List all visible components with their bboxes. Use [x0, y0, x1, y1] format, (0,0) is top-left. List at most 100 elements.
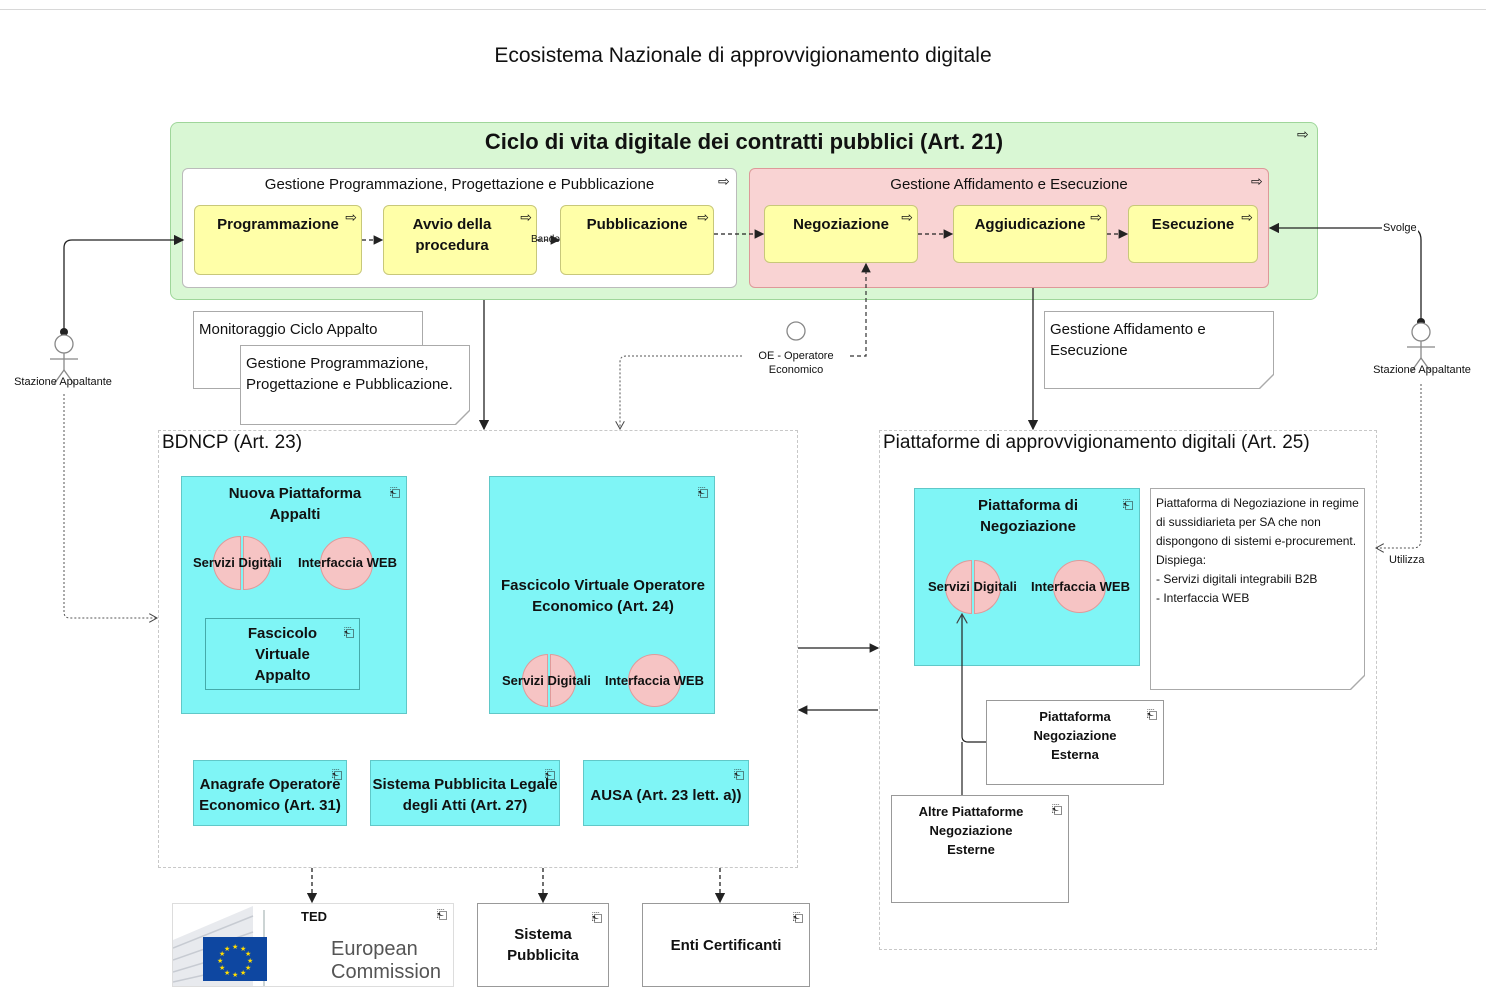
interfaccia-web-label: Interfaccia WEB — [298, 555, 397, 570]
step-label: Pubblicazione — [586, 216, 688, 233]
servizi-digitali-label: Servizi Digitali — [502, 673, 591, 688]
step-negoziazione[interactable]: Negoziazione ⇨ — [764, 205, 918, 263]
component-icon: ⎗ — [1051, 802, 1062, 817]
fva-label: Fascicolo Virtuale Appalto — [247, 625, 318, 684]
svg-text:★: ★ — [219, 950, 225, 958]
piattaforma-esterna[interactable]: Piattaforma Negoziazione Esterna ⎗ — [986, 700, 1164, 785]
step-label: Aggiudicazione — [974, 216, 1086, 233]
page-title: Ecosistema Nazionale di approvvigionamen… — [494, 44, 992, 67]
svg-text:★: ★ — [219, 964, 225, 972]
servizi-digitali-label: Servizi Digitali — [928, 579, 1017, 594]
interfaccia-web-label: Interfaccia WEB — [605, 673, 704, 688]
ausa-label: AUSA (Art. 23 lett. a)) — [590, 787, 742, 804]
interfaccia-web-icon — [320, 537, 373, 590]
process-arrow-icon: ⇨ — [697, 209, 709, 225]
sistema-pubblicita-label: Sistema Pubblicita — [507, 926, 579, 964]
svg-text:★: ★ — [217, 957, 223, 965]
step-label: Avvio della procedura — [412, 216, 492, 254]
pubblicita-legale-label: Sistema Pubblicita Legale degli Atti (Ar… — [372, 776, 558, 814]
piattaforma-esterna-label: Piattaforma Negoziazione Esterna — [1033, 709, 1117, 762]
group-programmazione-title: Gestione Programmazione, Progettazione e… — [264, 176, 655, 193]
interfaccia-web-label: Interfaccia WEB — [1031, 579, 1130, 594]
component-icon: ⎗ — [697, 485, 708, 500]
svg-text:★: ★ — [232, 971, 238, 979]
component-icon: ⎗ — [436, 907, 447, 922]
note-line: Dispiega: — [1156, 553, 1207, 567]
svg-text:★: ★ — [232, 943, 238, 951]
note-piattaforma-desc: Piattaforma di Negoziazione in regime di… — [1151, 489, 1364, 689]
step-pubblicazione[interactable]: Pubblicazione ⇨ — [560, 205, 714, 275]
step-label: Negoziazione — [793, 216, 889, 233]
step-avvio[interactable]: Avvio della procedura ⇨ — [383, 205, 537, 275]
svg-text:★: ★ — [245, 964, 251, 972]
group-affidamento-title: Gestione Affidamento e Esecuzione — [890, 176, 1128, 193]
enti-label: Enti Certificanti — [670, 937, 782, 954]
svg-text:★: ★ — [224, 945, 230, 953]
nuova-piattaforma-title: Nuova Piattaforma Appalti — [228, 485, 362, 523]
interfaccia-web-icon — [1053, 560, 1106, 613]
bdncp-title: BDNCP (Art. 23) — [162, 432, 303, 453]
step-esecuzione[interactable]: Esecuzione ⇨ — [1128, 205, 1258, 263]
process-arrow-icon: ⇨ — [901, 209, 913, 225]
note-line: Piattaforma di Negoziazione in regime di… — [1156, 496, 1359, 548]
eu-flag-icon: ★★★ ★★★ ★★★ ★★★ — [203, 937, 267, 981]
bdncp-area — [158, 430, 798, 868]
sistema-pubblicita-box[interactable]: Sistema Pubblicita ⎗ — [477, 903, 609, 987]
component-icon: ⎗ — [591, 910, 602, 925]
note-line: - Interfaccia WEB — [1156, 591, 1250, 605]
note-gestione-aff-text: Gestione Affidamento e Esecuzione — [1050, 321, 1206, 359]
step-aggiudicazione[interactable]: Aggiudicazione ⇨ — [953, 205, 1107, 263]
bando-label: Bando — [531, 234, 560, 245]
anagrafe-label: Anagrafe Operatore Economico (Art. 31) — [199, 776, 341, 814]
ausa[interactable]: AUSA (Art. 23 lett. a)) ⎗ — [583, 760, 749, 826]
utilizza-label: Utilizza — [1389, 554, 1425, 566]
fvoe-title: Fascicolo Virtuale Operatore Economico (… — [501, 577, 705, 615]
component-icon: ⎗ — [733, 767, 744, 782]
enti-certificanti-box[interactable]: Enti Certificanti ⎗ — [642, 903, 810, 987]
step-programmazione[interactable]: Programmazione ⇨ — [194, 205, 362, 275]
svg-text:★: ★ — [240, 945, 246, 953]
step-label: Programmazione — [217, 216, 339, 233]
actor-stazione-appaltante-right[interactable]: Stazione Appaltante — [1373, 364, 1471, 376]
actor-oe[interactable]: OE - Operatore Economico — [744, 349, 848, 377]
process-arrow-icon: ⇨ — [345, 209, 357, 225]
piattaforme-area — [879, 430, 1377, 950]
altre-piattaforme-label: Altre Piattaforme Negoziazione Esterne — [918, 804, 1024, 857]
component-icon: ⎗ — [792, 910, 803, 925]
component-icon: ⎗ — [343, 625, 354, 640]
component-icon: ⎗ — [331, 767, 342, 782]
step-label: Esecuzione — [1151, 216, 1235, 233]
component-icon: ⎗ — [1146, 707, 1157, 722]
altre-piattaforme-esterne[interactable]: Altre Piattaforme Negoziazione Esterne ⎗ — [891, 795, 1069, 903]
ted-box[interactable]: ★★★ ★★★ ★★★ ★★★ TED European Commission … — [172, 903, 454, 987]
anagrafe-oe[interactable]: Anagrafe Operatore Economico (Art. 31) ⎗ — [193, 760, 347, 826]
note-gestione-aff: Gestione Affidamento e Esecuzione — [1045, 312, 1273, 388]
svg-text:★: ★ — [247, 957, 253, 965]
fascicolo-virtuale-appalto[interactable]: Fascicolo Virtuale Appalto ⎗ — [205, 618, 360, 690]
actor-icon — [786, 321, 806, 341]
component-icon: ⎗ — [1122, 497, 1133, 512]
actor-stazione-appaltante-left[interactable]: Stazione Appaltante — [14, 376, 112, 388]
lifecycle-title: Ciclo di vita digitale dei contratti pub… — [484, 129, 1004, 154]
sistema-pubblicita-legale[interactable]: Sistema Pubblicita Legale degli Atti (Ar… — [370, 760, 560, 826]
svg-text:★: ★ — [240, 969, 246, 977]
servizi-digitali-label: Servizi Digitali — [193, 555, 282, 570]
process-arrow-icon: ⇨ — [1251, 173, 1263, 189]
ted-label: TED — [301, 909, 327, 924]
process-arrow-icon: ⇨ — [1241, 209, 1253, 225]
component-icon: ⎗ — [544, 767, 555, 782]
note-gestione-prog-text: Gestione Programmazione, Progettazione e… — [246, 355, 453, 393]
top-divider — [0, 9, 1486, 10]
svg-text:★: ★ — [245, 950, 251, 958]
piattaforma-negoziazione-title: Piattaforma di Negoziazione — [977, 497, 1079, 535]
piattaforme-title: Piattaforme di approvvigionamento digita… — [883, 432, 1310, 453]
interfaccia-web-icon — [628, 654, 681, 707]
ec-logo-text: European Commission — [331, 938, 441, 984]
note-line: - Servizi digitali integrabili B2B — [1156, 572, 1318, 586]
process-arrow-icon: ⇨ — [520, 209, 532, 225]
process-arrow-icon: ⇨ — [1090, 209, 1102, 225]
note-monitoraggio-text: Monitoraggio Ciclo Appalto — [199, 321, 378, 338]
note-gestione-prog: Gestione Programmazione, Progettazione e… — [241, 346, 469, 424]
svg-text:★: ★ — [224, 969, 230, 977]
ec-line2: Commission — [331, 961, 442, 983]
